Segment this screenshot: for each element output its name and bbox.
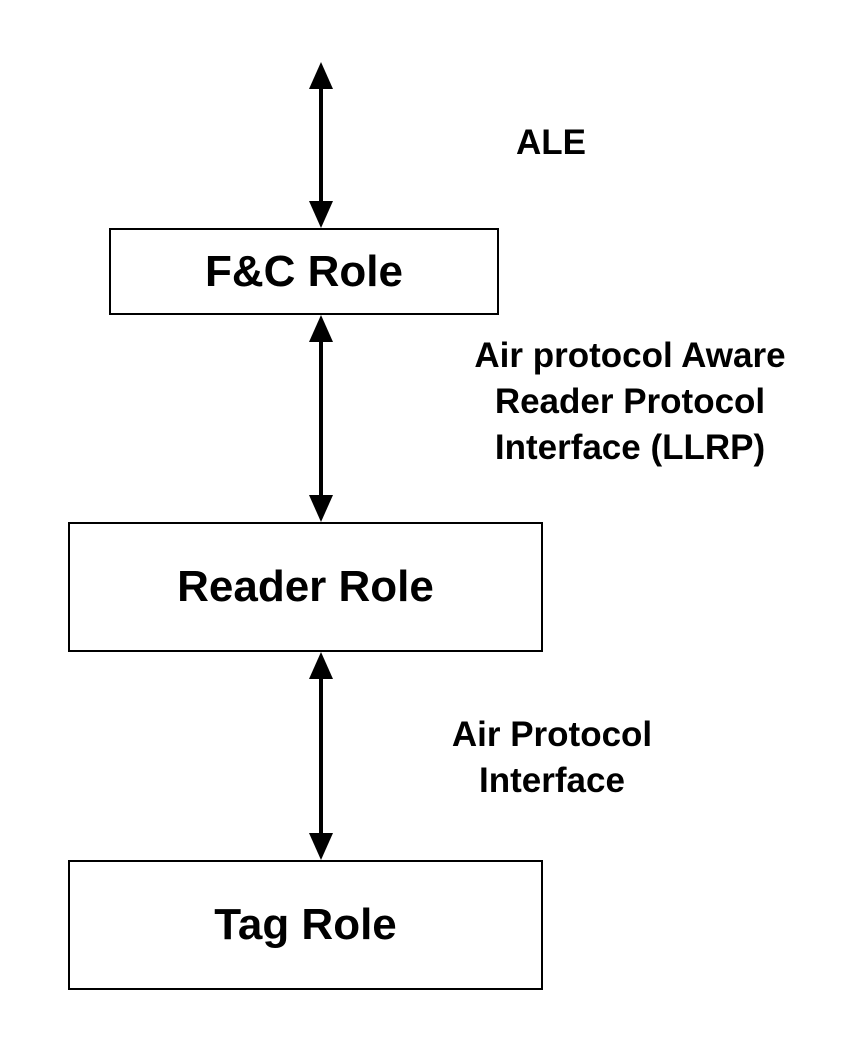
tag-role-box: Tag Role [68, 860, 543, 990]
llrp-label-line-2: Reader Protocol [494, 382, 766, 421]
llrp-interface-label: Air protocol Aware Reader Protocol Inter… [420, 333, 840, 471]
llrp-label-line-1: Air protocol Aware [474, 336, 786, 375]
llrp-connector-arrow [309, 315, 333, 522]
fc-role-label: F&C Role [205, 246, 403, 296]
tag-role-label: Tag Role [214, 900, 397, 949]
reader-role-label: Reader Role [177, 562, 434, 611]
fc-role-box: F&C Role [109, 228, 499, 315]
ale-label: ALE [486, 120, 616, 166]
ale-label-text: ALE [516, 123, 586, 162]
air-label-line-2: Interface [479, 761, 625, 800]
ale-connector-arrow [309, 62, 333, 228]
air-protocol-interface-label: Air Protocol Interface [402, 712, 702, 804]
air-label-line-1: Air Protocol [451, 715, 653, 754]
llrp-label-line-3: Interface (LLRP) [494, 428, 766, 467]
reader-role-box: Reader Role [68, 522, 543, 652]
air-protocol-connector-arrow [309, 652, 333, 860]
